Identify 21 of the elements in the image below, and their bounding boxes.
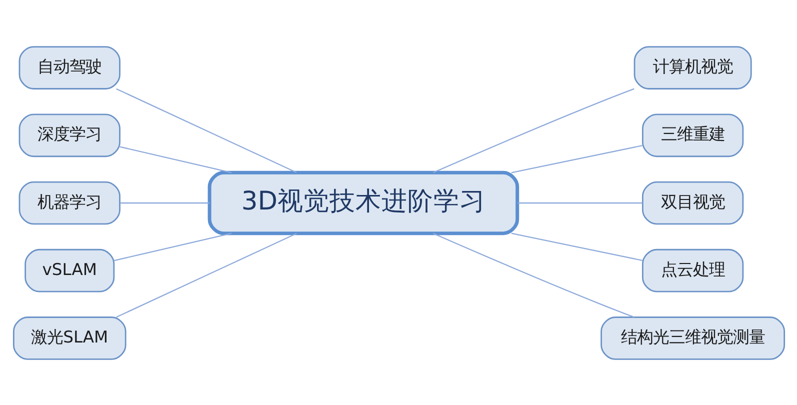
connector: [116, 232, 296, 318]
connector: [517, 202, 642, 204]
connector: [432, 88, 634, 173]
node-box: vSLAM: [24, 248, 114, 292]
node-box: 计算机视觉: [633, 46, 752, 89]
connector: [113, 232, 232, 261]
node-box: 结构光三维视觉测量: [600, 316, 785, 360]
connector: [510, 144, 642, 173]
node-box: 激光SLAM: [12, 316, 126, 360]
connector: [116, 88, 296, 172]
node-box: 双目视觉: [641, 180, 744, 224]
node-box: 三维重建: [641, 113, 744, 157]
connector: [432, 232, 634, 318]
connector: [119, 146, 232, 173]
node-box: 深度学习: [18, 113, 120, 157]
connector: [119, 202, 209, 204]
node-box: 自动驾驶: [18, 46, 120, 89]
node-box: 3D视觉技术进阶学习: [207, 170, 519, 235]
node-box: 点云处理: [641, 248, 744, 292]
node-box: 机器学习: [18, 180, 120, 224]
connector: [510, 232, 642, 260]
